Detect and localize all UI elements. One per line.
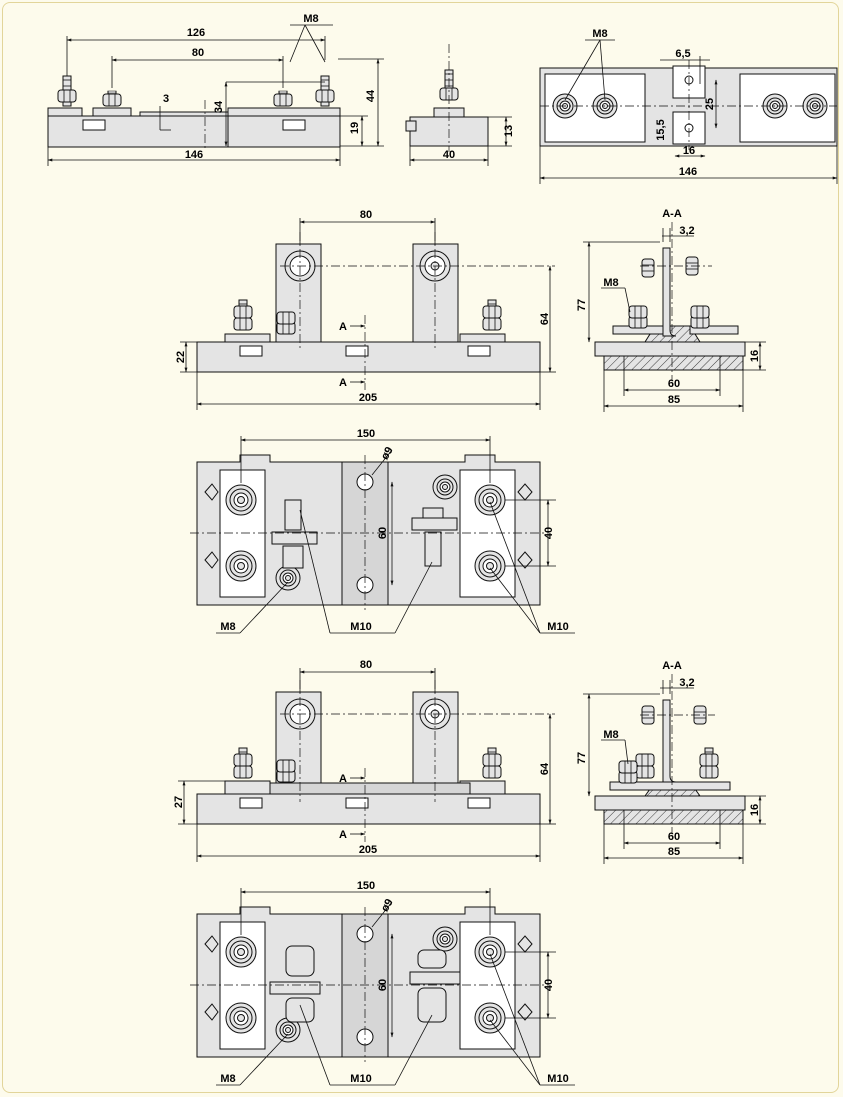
dim-13: 13 (503, 125, 515, 137)
dim-hole-dia-9: ø9 (379, 445, 396, 462)
dim-19: 19 (349, 122, 361, 134)
dim-27: 27 (173, 796, 185, 808)
dim-126: 126 (187, 27, 205, 39)
dim-80: 80 (360, 659, 372, 671)
dim-60: 60 (377, 979, 389, 991)
dim-64: 64 (539, 312, 551, 325)
thread-label-m8: M8 (303, 13, 318, 25)
dim-40: 40 (543, 979, 555, 991)
dim-40: 40 (543, 527, 555, 539)
dim-146: 146 (185, 149, 203, 161)
thread-label-m8: M8 (603, 277, 618, 289)
dim-22: 22 (175, 351, 187, 363)
mid-plan-view: 150 ø9 60 40 M8 M10 M10 (190, 428, 575, 634)
dim-60: 60 (377, 527, 389, 539)
dim-60: 60 (668, 378, 680, 390)
top-front-view: 126 80 M8 3 34 44 19 146 (47, 13, 384, 166)
dim-77: 77 (576, 299, 588, 311)
dim-205: 205 (359, 844, 377, 856)
callout-m8: M8 (220, 1073, 235, 1085)
top-side-view: 13 40 (405, 44, 515, 166)
callout-m10: M10 (547, 621, 568, 633)
section-title: A-A (662, 660, 682, 672)
dim-16: 16 (749, 804, 761, 816)
dim-16: 16 (683, 145, 695, 157)
section-mark-a: A (339, 829, 347, 841)
dim-3: 3 (163, 93, 169, 105)
dim-3-2: 3,2 (679, 677, 694, 689)
dim-40: 40 (443, 149, 455, 161)
thread-label-m8: M8 (603, 729, 618, 741)
dim-150: 150 (357, 428, 375, 440)
dim-6-5: 6,5 (675, 48, 690, 60)
mid-front-view: 80 64 22 A A 205 (175, 209, 556, 410)
dim-80: 80 (192, 47, 204, 59)
dim-34: 34 (213, 100, 225, 113)
section-mark-a: A (339, 321, 347, 333)
section-mark-a: A (339, 773, 347, 785)
dim-60: 60 (668, 831, 680, 843)
dim-77: 77 (576, 752, 588, 764)
dim-80: 80 (360, 209, 372, 221)
thread-label-m8: M8 (592, 28, 607, 40)
section-mark-a: A (339, 377, 347, 389)
callout-m8: M8 (220, 621, 235, 633)
low-section-view: A-A 3,2 77 M8 16 60 85 (576, 660, 766, 864)
callout-m10: M10 (350, 621, 371, 633)
dim-205: 205 (359, 392, 377, 404)
dim-hole-dia-9: ø9 (379, 897, 396, 914)
low-plan-view: 150 ø9 60 40 M8 M10 M10 (190, 880, 575, 1086)
dim-85: 85 (668, 394, 680, 406)
dim-146: 146 (679, 166, 697, 178)
callout-m10: M10 (547, 1073, 568, 1085)
dim-25: 25 (704, 98, 716, 110)
dim-64: 64 (539, 762, 551, 775)
top-plan-view: M8 6,5 25 15,5 16 146 (539, 28, 838, 184)
dim-85: 85 (668, 846, 680, 858)
dim-3-2: 3,2 (679, 225, 694, 237)
mid-section-view: A-A 3,2 77 M8 16 60 85 (576, 208, 766, 412)
dim-44: 44 (365, 89, 377, 102)
low-front-view: 80 64 27 A A 205 (173, 659, 556, 862)
callout-m10: M10 (350, 1073, 371, 1085)
dim-150: 150 (357, 880, 375, 892)
section-title: A-A (662, 208, 682, 220)
dim-16: 16 (749, 350, 761, 362)
dim-15-5: 15,5 (655, 119, 667, 140)
